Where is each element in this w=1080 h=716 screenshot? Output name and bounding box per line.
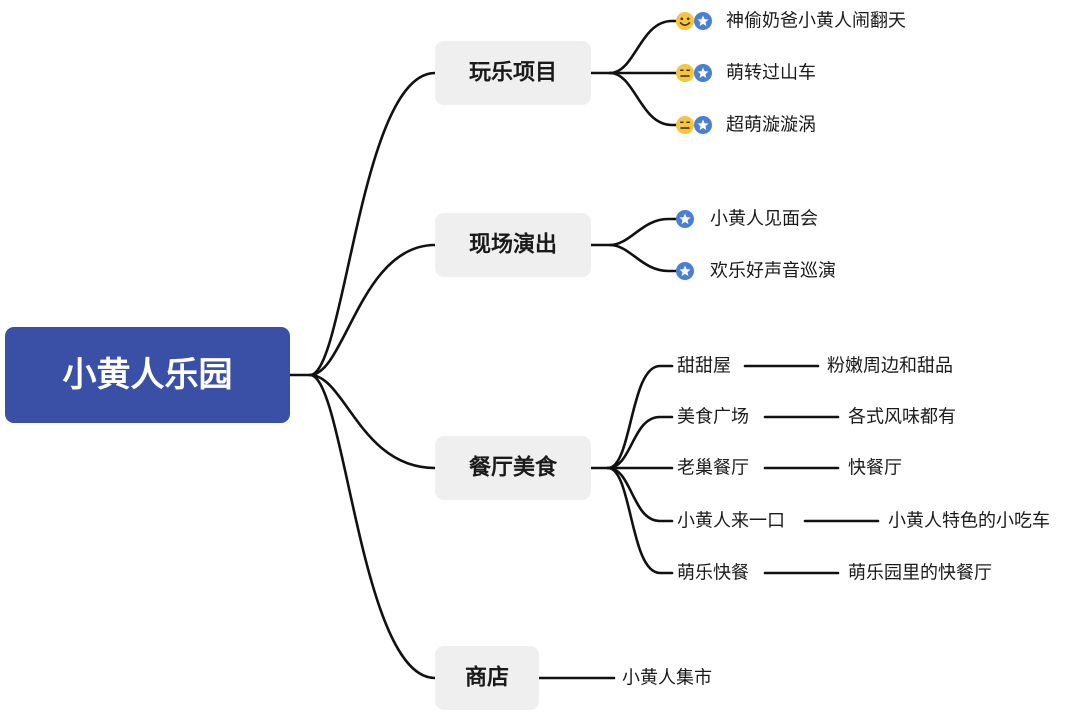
leaf-node-coaster[interactable]: 萌转过山车 <box>676 63 816 84</box>
leaf-node-label: 神偷奶爸小黄人闹翻天 <box>726 11 906 32</box>
note-node-lair-restaurant[interactable]: 快餐厅 <box>848 458 902 479</box>
edge-root-branch-1 <box>288 71 437 377</box>
edge-b3-leaf-5 <box>606 466 674 575</box>
branch-node-label: 餐厅美食 <box>469 455 558 481</box>
edge-b3-leaf-2 <box>606 415 674 470</box>
note-node-label: 粉嫩周边和甜品 <box>827 356 953 377</box>
leaf-node-label: 萌转过山车 <box>726 63 816 84</box>
branch-node-label: 商店 <box>465 665 509 691</box>
branch-node-food[interactable]: 餐厅美食 <box>435 436 591 500</box>
branch-3-connectors <box>589 364 674 575</box>
leaf-node-fast-food[interactable]: 萌乐快餐 <box>677 563 749 584</box>
leaf-node-food-court[interactable]: 美食广场 <box>677 407 749 428</box>
branch-node-label: 玩乐项目 <box>469 61 557 86</box>
branch-node-box <box>435 41 591 105</box>
branch-node-label: 现场演出 <box>469 232 557 258</box>
edge-b2-leaf-1 <box>589 217 686 247</box>
neutral-face-icon <box>676 64 694 82</box>
leaf-node-minion-mayhem[interactable]: 神偷奶爸小黄人闹翻天 <box>676 11 906 32</box>
leaf-node-snack-cart[interactable]: 小黄人来一口 <box>677 511 785 532</box>
root-node[interactable]: 小黄人乐园 <box>5 327 290 423</box>
note-node-label: 萌乐园里的快餐厅 <box>848 563 992 584</box>
note-node-label: 小黄人特色的小吃车 <box>888 511 1050 532</box>
branch-node-box <box>435 213 591 277</box>
leaf-node-label: 小黄人见面会 <box>710 209 818 230</box>
edge-b1-leaf-3 <box>608 71 690 127</box>
edge-b3-leaf-4 <box>606 466 674 523</box>
edge-b1-leaf-1 <box>589 19 690 75</box>
neutral-face-icon <box>676 116 694 134</box>
leaf-node-label: 超萌漩漩涡 <box>726 115 816 136</box>
root-node-box <box>5 327 290 423</box>
note-node-food-court[interactable]: 各式风味都有 <box>848 407 956 428</box>
edge-root-branch-3 <box>308 373 437 470</box>
branch-1-connectors <box>589 19 690 127</box>
note-node-sweet-house[interactable]: 粉嫩周边和甜品 <box>827 356 953 377</box>
leaf-node-label: 小黄人集市 <box>622 668 712 689</box>
branch-node-box <box>435 646 539 710</box>
branch-node-box <box>435 436 591 500</box>
edge-root-branch-4 <box>308 373 437 680</box>
note-node-snack-cart[interactable]: 小黄人特色的小吃车 <box>888 511 1050 532</box>
leaf-node-label: 甜甜屋 <box>677 356 731 377</box>
star-badge-icon <box>694 64 712 82</box>
root-node-label: 小黄人乐园 <box>63 355 233 395</box>
leaf-node-whirlpool[interactable]: 超萌漩漩涡 <box>676 115 816 136</box>
leaf-node-label: 美食广场 <box>677 407 749 428</box>
star-badge-icon <box>676 210 694 228</box>
branch-node-shop[interactable]: 商店 <box>435 646 539 710</box>
branch-node-play[interactable]: 玩乐项目 <box>435 41 591 105</box>
leaf-node-sing-tour[interactable]: 欢乐好声音巡演 <box>676 261 836 282</box>
leaf-node-market[interactable]: 小黄人集市 <box>622 668 712 689</box>
star-badge-icon <box>676 262 694 280</box>
note-node-label: 快餐厅 <box>848 458 902 479</box>
leaf-node-lair-restaurant[interactable]: 老巢餐厅 <box>677 458 749 479</box>
branch-node-shows[interactable]: 现场演出 <box>435 213 591 277</box>
star-badge-icon <box>694 116 712 134</box>
note-connectors <box>743 364 880 575</box>
note-node-label: 各式风味都有 <box>848 407 956 428</box>
edge-b2-leaf-2 <box>608 243 686 273</box>
smile-face-icon <box>676 12 694 30</box>
leaf-node-label: 小黄人来一口 <box>677 511 785 532</box>
leaf-node-sweet-house[interactable]: 甜甜屋 <box>677 356 731 377</box>
star-badge-icon <box>694 12 712 30</box>
root-connectors <box>288 71 437 680</box>
leaf-node-label: 老巢餐厅 <box>677 458 749 479</box>
leaf-node-label: 欢乐好声音巡演 <box>710 261 836 282</box>
edge-root-branch-2 <box>308 243 437 377</box>
branch-2-connectors <box>589 217 686 273</box>
leaf-node-meet-greet[interactable]: 小黄人见面会 <box>676 209 818 230</box>
note-node-fast-food[interactable]: 萌乐园里的快餐厅 <box>848 563 992 584</box>
leaf-node-label: 萌乐快餐 <box>677 563 749 584</box>
